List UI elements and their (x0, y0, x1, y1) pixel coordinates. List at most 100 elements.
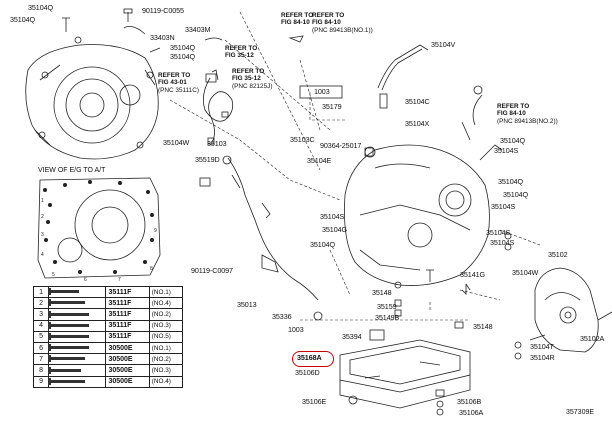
part-label: 35394 (342, 332, 362, 341)
table-row: 8 30500E (NO.3) (32, 364, 184, 377)
row-index: 4 (32, 319, 50, 332)
part-label: 35104W (512, 268, 539, 277)
part-number[interactable]: 35111F (105, 285, 150, 299)
highlighted-part-label[interactable]: 35168A (297, 353, 322, 362)
part-label: 35106A (459, 408, 484, 417)
svg-text:9: 9 (154, 228, 157, 234)
part-label: 35104Q (170, 43, 195, 52)
table-row: 1 35111F (NO.1) (32, 285, 184, 299)
table-row: 2 35111F (NO.4) (32, 297, 184, 310)
row-index: 8 (32, 364, 50, 377)
oil-pan-illustration (339, 339, 471, 409)
part-label: 35104E (307, 156, 332, 165)
row-index: 5 (32, 330, 50, 343)
note: (NO.1) (148, 341, 184, 355)
note: (NO.2) (148, 308, 184, 321)
highlight-circle (292, 351, 334, 367)
leader-dashed-lines (169, 11, 541, 321)
mount-bracket-illustration (514, 267, 612, 360)
row-index: 6 (32, 341, 50, 355)
pan-hardware (348, 232, 512, 416)
part-label: 35104T (530, 342, 554, 351)
bolt-table: 1 35111F (NO.1) 2 35111F (NO.4) 3 35111F… (32, 285, 184, 388)
figure-code: 357309E (566, 409, 595, 416)
part-label: 35104S (491, 202, 516, 211)
part-label: 35104C (405, 97, 430, 106)
part-number[interactable]: 35111F (105, 297, 150, 310)
note: (NO.2) (148, 353, 184, 366)
part-number[interactable]: 35111F (105, 308, 150, 321)
svg-text:6: 6 (84, 277, 87, 283)
part-label: 35104Q (10, 15, 35, 24)
part-number[interactable]: 30500E (105, 364, 150, 377)
note: (NO.5) (148, 330, 184, 343)
part-label: 35179 (322, 102, 342, 111)
part-label: 33403M (185, 25, 211, 34)
callout-number: 1003 (288, 325, 304, 334)
part-number[interactable]: 35111F (105, 330, 150, 343)
part-label: 35159 (377, 302, 397, 311)
row-index: 2 (32, 297, 50, 310)
part-number[interactable]: 35111F (105, 319, 150, 332)
part-number[interactable]: 30500E (105, 375, 150, 388)
part-number[interactable]: 30500E (105, 341, 150, 355)
part-label: 35104S (490, 238, 515, 247)
bolt-icon (48, 341, 107, 355)
svg-text:8: 8 (150, 266, 153, 272)
svg-text:4: 4 (41, 252, 44, 258)
bolt-icon (48, 353, 107, 366)
wire-harness-illustration (202, 73, 234, 145)
row-index: 3 (32, 308, 50, 321)
part-label: 90364-25017 (320, 141, 362, 150)
part-label: 35104Q (170, 52, 195, 61)
svg-text:2: 2 (41, 214, 44, 220)
part-label: 35104Q (28, 3, 53, 12)
part-label: 35141G (460, 270, 485, 279)
part-label: 35519D (195, 155, 220, 164)
table-row: 5 35111F (NO.5) (32, 330, 184, 343)
part-label: 35104Q (498, 177, 523, 186)
note: (NO.4) (148, 297, 184, 310)
part-label: 35102 (548, 250, 568, 259)
part-label: 90119-C0055 (142, 6, 184, 15)
part-label: 90119-C0097 (191, 266, 233, 275)
bolt-small-parts (62, 8, 223, 81)
transaxle-case-illustration (344, 85, 503, 286)
table-row: 7 30500E (NO.2) (32, 353, 184, 366)
part-label: 35013 (237, 300, 257, 309)
note: (NO.3) (148, 364, 184, 377)
dipstick-tube-illustration (199, 155, 323, 321)
bolt-icon (48, 319, 107, 332)
table-row: 3 35111F (NO.2) (32, 308, 184, 321)
row-index: 1 (32, 285, 50, 299)
note: (NO.3) (148, 319, 184, 332)
bolt-icon (48, 297, 107, 310)
row-index: 7 (32, 353, 50, 366)
bolt-icon (48, 308, 107, 321)
part-label: 35103C (290, 135, 315, 144)
table-row: 4 35111F (NO.3) (32, 319, 184, 332)
note: (NO.4) (148, 375, 184, 388)
part-label: 35104S (486, 228, 511, 237)
part-number[interactable]: 30500E (105, 353, 150, 366)
bolt-icon (48, 330, 107, 343)
svg-text:1: 1 (41, 198, 44, 204)
svg-text:5: 5 (52, 272, 55, 278)
part-label: 35106E (302, 397, 327, 406)
part-label: 35102A (580, 334, 605, 343)
part-label: 35104S (320, 212, 345, 221)
converter-housing-illustration (25, 44, 159, 160)
table-row: 6 30500E (NO.1) (32, 341, 184, 355)
part-label: 35104S (494, 146, 519, 155)
part-label: 35106B (457, 397, 482, 406)
part-label: 35104X (405, 119, 430, 128)
part-label: 35103 (207, 139, 227, 148)
part-label: 35148 (473, 322, 493, 331)
